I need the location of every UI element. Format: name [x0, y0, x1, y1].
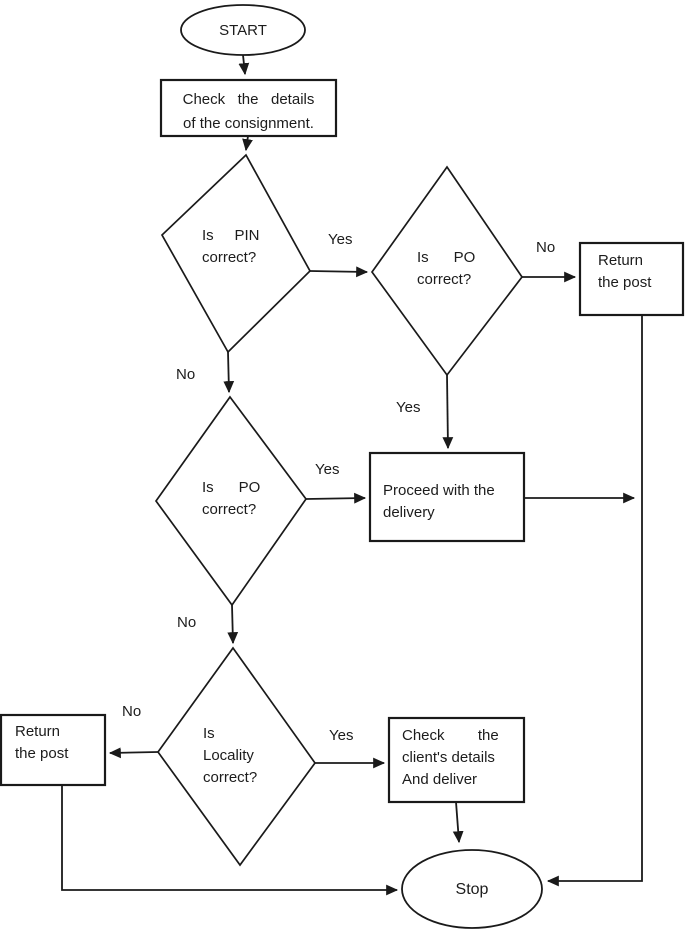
- edge-label-locality-no: No: [122, 703, 142, 720]
- edge-check-details-to-pin-arrow: [242, 135, 253, 152]
- edge-label-po-lower-yes: Yes: [315, 461, 340, 478]
- return-post-upper-label: Return the post: [598, 252, 652, 291]
- edge-pin-yes-arrow: [309, 266, 369, 278]
- edge-locality-no-arrow: [108, 747, 159, 759]
- edge-po-lower-yes-arrow: [305, 492, 367, 504]
- return-post-lower-process-shape: [0, 713, 107, 787]
- edge-start-to-check-details-arrow: [238, 54, 250, 76]
- edge-label-po-upper-yes: Yes: [396, 399, 421, 416]
- stop-label: Stop: [455, 881, 489, 898]
- start-label: START: [219, 22, 267, 39]
- stop-terminator-shape: [401, 849, 543, 929]
- edge-po-lower-no-arrow: [227, 604, 239, 645]
- edge-po-upper-yes-arrow: [442, 374, 454, 450]
- edge-check-client-to-stop-arrow: [452, 801, 464, 844]
- po-correct-lower-label: Is PO correct?: [202, 479, 261, 518]
- check-details-process-shape: [159, 78, 338, 138]
- edge-label-po-lower-no: No: [177, 614, 197, 631]
- check-details-label: Check the details of the consignment.: [182, 91, 315, 132]
- pin-correct-label: Is PIN correct?: [202, 227, 260, 266]
- po-correct-upper-label: Is PO correct?: [417, 249, 476, 288]
- edge-label-pin-yes: Yes: [328, 231, 353, 248]
- edge-return-upper-to-stop-arrow: [546, 315, 643, 887]
- locality-correct-decision-shape: [156, 646, 317, 867]
- edge-pin-no-arrow: [223, 351, 235, 394]
- edge-label-locality-yes: Yes: [329, 727, 354, 744]
- check-client-label: Check the client's details And deliver: [402, 727, 499, 788]
- return-post-upper-process-shape: [578, 241, 685, 317]
- return-post-lower-label: Return the post: [15, 723, 69, 762]
- proceed-delivery-label: Proceed with the delivery: [383, 482, 495, 521]
- proceed-delivery-process-shape: [368, 451, 526, 543]
- edge-label-po-upper-no: No: [536, 239, 556, 256]
- locality-correct-label: Is Locality correct?: [203, 725, 258, 786]
- edge-return-lower-to-stop-arrow: [61, 785, 399, 896]
- edge-label-pin-no: No: [176, 366, 196, 383]
